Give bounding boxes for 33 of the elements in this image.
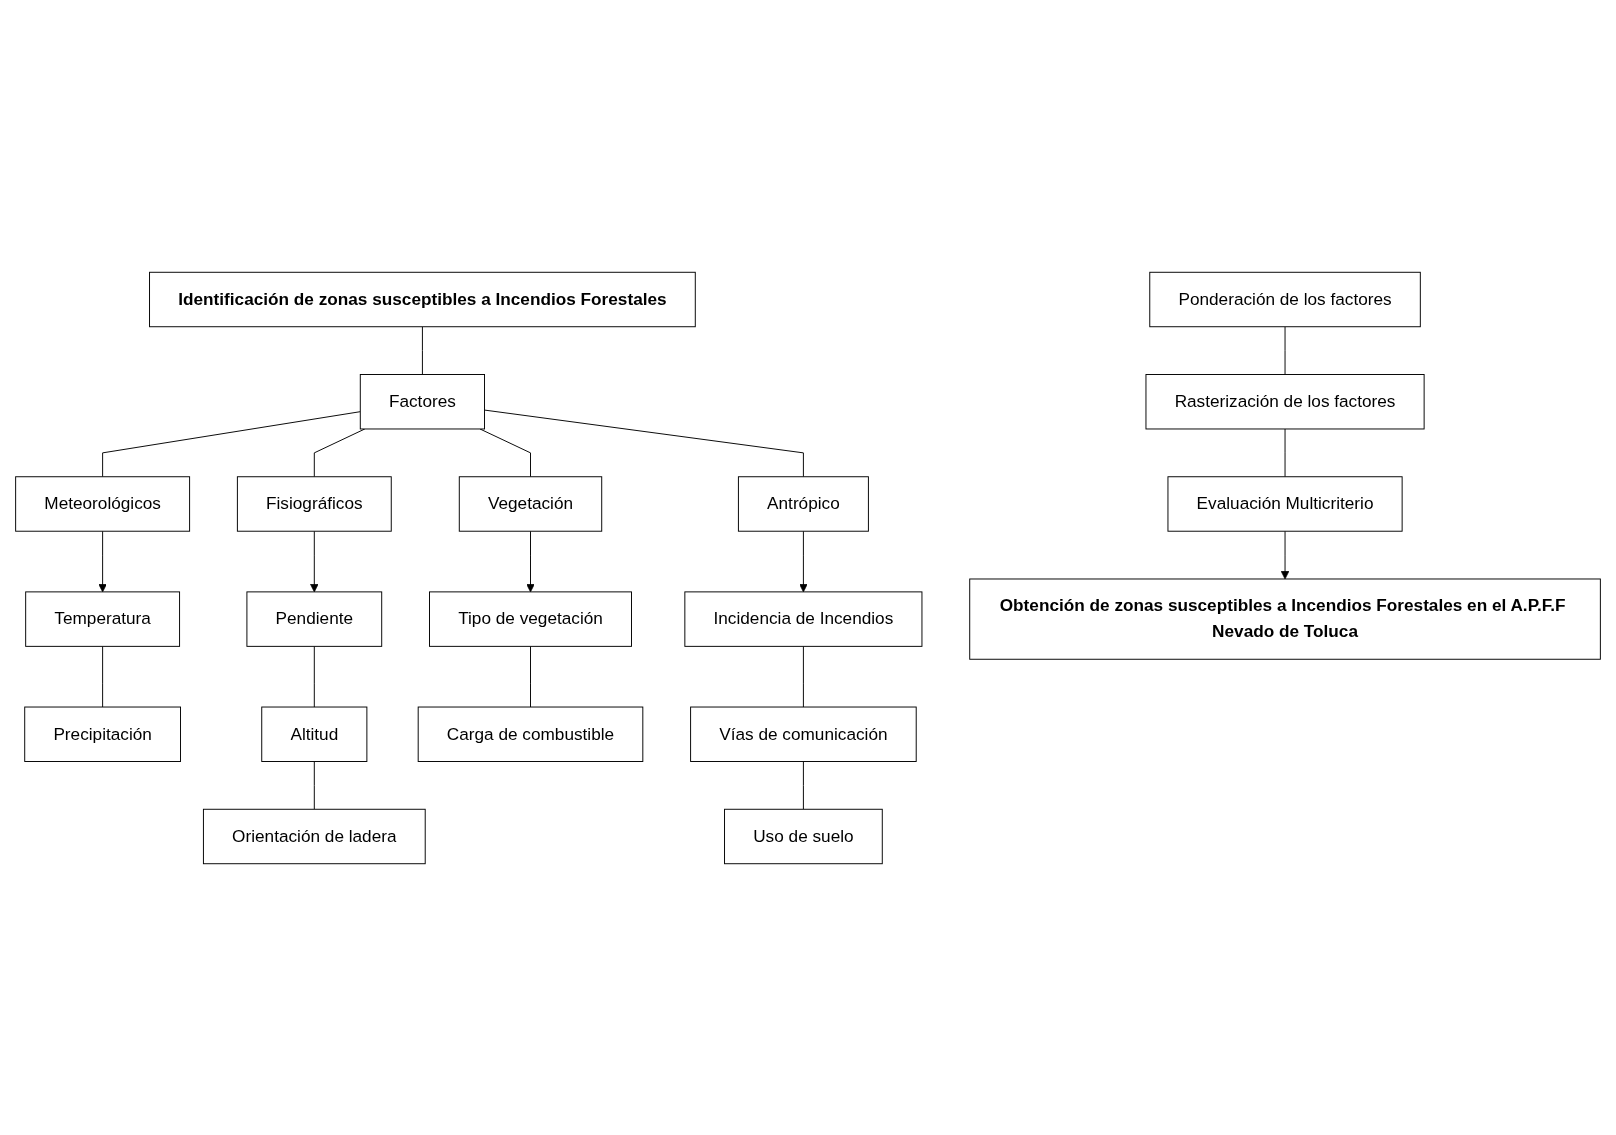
connector [313, 645, 315, 707]
connector [479, 428, 531, 477]
connector [313, 760, 315, 810]
node-box: Incidencia de Incendios [684, 590, 923, 647]
node-box: Antrópico [737, 475, 869, 532]
node-box: Factores [359, 373, 485, 429]
node-box: Ponderación de los factores [1149, 271, 1421, 327]
node-box: Precipitación [24, 706, 181, 762]
node-box: Meteorológicos [15, 475, 191, 532]
node-box: Altitud [261, 706, 368, 762]
node-box: Tipo de vegetación [429, 590, 632, 647]
node-box: Rasterización de los factores [1145, 373, 1425, 429]
node-box: Vegetación [458, 475, 603, 532]
node-box: Obtención de zonas susceptibles a Incendios Forestales en el A.P.F.F Nevado de Toluca [969, 578, 1601, 660]
connector [1284, 428, 1286, 477]
node-box: Orientación de ladera [202, 808, 426, 864]
connector [802, 760, 804, 810]
connector [802, 645, 804, 707]
connector [530, 645, 531, 707]
connector [313, 428, 366, 477]
node-box: Pendiente [246, 590, 383, 647]
connector [484, 409, 804, 477]
node-box: Temperatura [25, 590, 181, 647]
node-box: Identificación de zonas susceptibles a Incendios Forestales [149, 271, 696, 327]
node-box: Vías de comunicación [690, 706, 917, 762]
connector [102, 410, 361, 477]
node-box: Carga de combustible [417, 706, 644, 762]
connector [1284, 325, 1286, 375]
node-box: Evaluación Multicriterio [1167, 475, 1403, 532]
node-box: Uso de suelo [724, 808, 883, 864]
connector [421, 325, 423, 375]
node-box: Fisiográficos [236, 475, 392, 532]
connector [102, 645, 104, 707]
